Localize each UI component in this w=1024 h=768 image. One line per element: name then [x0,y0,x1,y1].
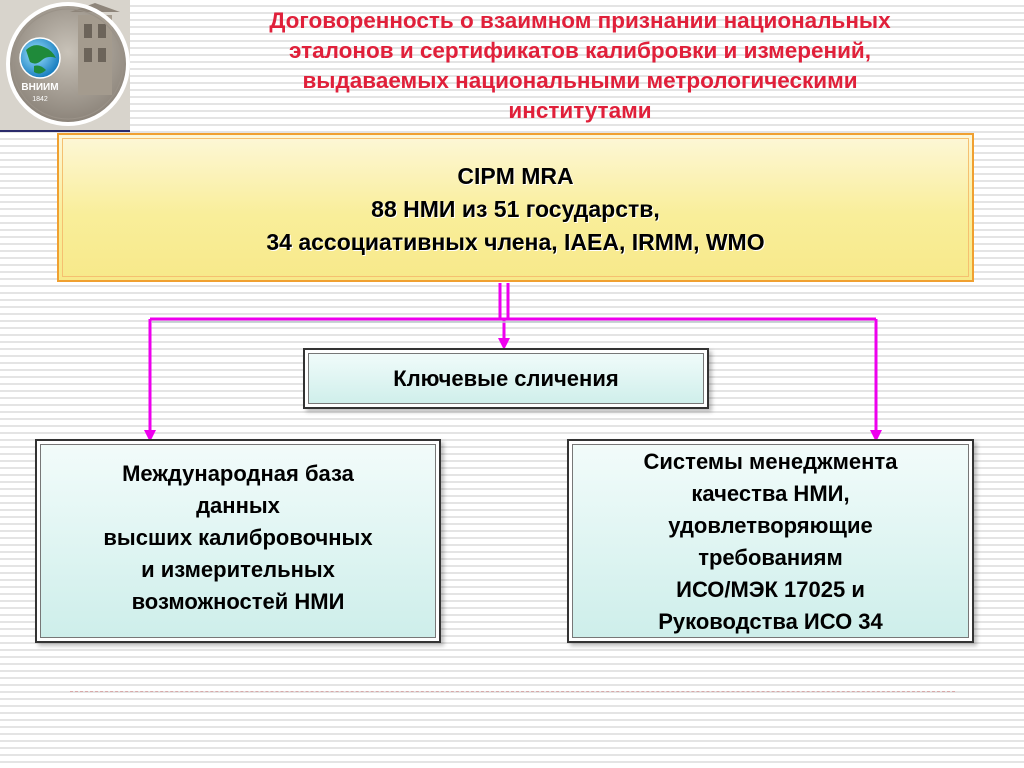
title-line-3: выдаваемых национальными метрологическим… [302,68,858,93]
cipm-mra-box: CIPM MRA 88 НМИ из 51 государств, 34 асс… [57,133,974,282]
quality-systems-line-3: удовлетворяющие [668,513,873,538]
quality-systems-line-1: Системы менеджмента [643,449,898,474]
vniim-logo: ВНИИМ 1842 [0,0,130,130]
quality-systems-line-2: качества НМИ, [691,481,850,506]
quality-systems-line-6: Руководства ИСО 34 [658,609,883,634]
database-line-5: возможностей НМИ [131,589,345,614]
cipm-mra-line-3: 34 ассоциативных члена, IAEA, IRMM, WMO [266,229,765,255]
cipm-mra-line-2: 88 НМИ из 51 государств, [371,196,660,222]
key-comparisons-box: Ключевые сличения [303,348,709,409]
cipm-mra-line-1: CIPM MRA [457,163,574,189]
database-line-1: Международная база [122,461,354,486]
title-divider [0,130,130,132]
footer-divider [70,691,955,692]
title-line-1: Договоренность о взаимном признании наци… [269,8,891,33]
quality-systems-box: Системы менеджмента качества НМИ, удовле… [567,439,974,643]
key-comparisons-label: Ключевые сличения [393,366,619,391]
title-line-2: эталонов и сертификатов калибровки и изм… [289,38,871,63]
logo-year: 1842 [32,96,48,103]
database-line-3: высших калибровочных [103,525,373,550]
slide-title: Договоренность о взаимном признании наци… [180,6,980,126]
database-line-4: и измерительных [141,557,335,582]
quality-systems-line-5: ИСО/МЭК 17025 и [676,577,865,602]
cmc-database-box: Международная база данных высших калибро… [35,439,441,643]
title-line-4: институтами [508,98,652,123]
logo-text: ВНИИМ [21,82,58,93]
database-line-2: данных [196,493,280,518]
quality-systems-line-4: требованиям [698,545,843,570]
